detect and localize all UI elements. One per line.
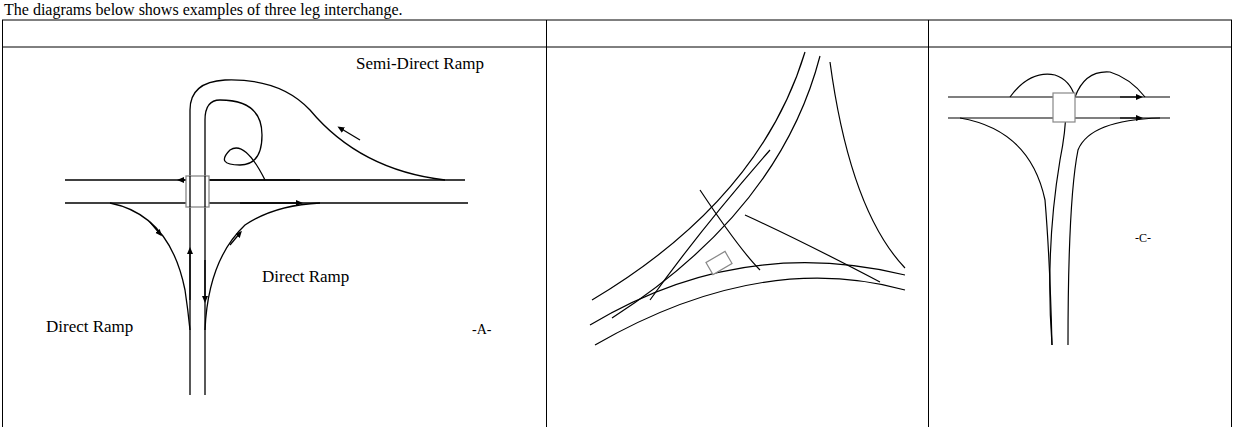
panel-letter: -A- (472, 322, 491, 337)
ramp-label: Direct Ramp (262, 268, 349, 287)
table-grid (2, 20, 1232, 427)
interchange-c (948, 72, 1170, 345)
panel-letter: -C- (1135, 232, 1151, 245)
interchange-b (590, 52, 905, 345)
page-title: The diagrams below shows examples of thr… (4, 1, 403, 19)
ramp-label: Direct Ramp (46, 318, 133, 337)
interchange-a (65, 80, 468, 395)
ramp-label: Semi-Direct Ramp (356, 55, 484, 74)
